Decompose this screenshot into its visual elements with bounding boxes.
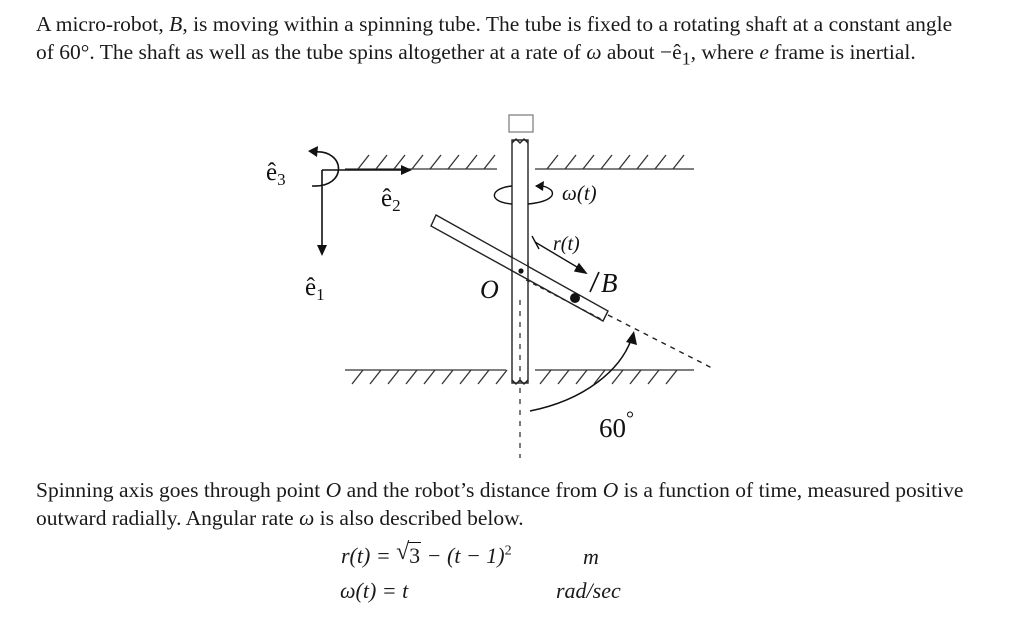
e3-label: ê3: [266, 159, 286, 189]
equation-omega: ω(t) = t: [340, 578, 409, 603]
point-symbol: O: [325, 478, 342, 502]
description-text: and the robot’s distance from: [341, 478, 603, 502]
equation-r: r(t) = √3 − (t − 1)2: [341, 539, 512, 569]
omega-label: ω(t): [562, 181, 597, 205]
top-ground-hatch: [345, 154, 694, 170]
unit-rad-per-sec: rad/sec: [556, 578, 621, 603]
intro-text: frame is inertial.: [768, 40, 916, 64]
description-text: is also described below.: [314, 506, 524, 530]
omega-symbol: ω: [586, 40, 602, 64]
exponent: 2: [504, 543, 512, 559]
unit-m: m: [583, 544, 599, 569]
description-text: Spinning axis goes through point: [36, 478, 326, 502]
problem-description: Spinning axis goes through point O and t…: [36, 476, 966, 532]
frame-symbol: e: [759, 40, 769, 64]
robot-symbol: B: [169, 12, 183, 36]
bottom-ground-hatch: [345, 369, 694, 385]
tube-axis-extension: [607, 314, 713, 369]
intro-text: A micro-robot,: [36, 12, 170, 36]
intro-text: about: [601, 40, 661, 64]
intro-text: , is moving within a spinning tube. The …: [36, 12, 953, 64]
point-O-dot: [518, 268, 524, 274]
point-symbol: O: [602, 478, 619, 502]
e2-label: ê2: [381, 185, 401, 215]
equation-rhs: − (t − 1): [421, 543, 505, 568]
e1-label: ê1: [305, 274, 325, 304]
description-text: is a function of time, measured positive…: [36, 478, 964, 530]
shaft-top-cap: [508, 114, 534, 133]
B-label: B: [601, 268, 618, 298]
omega-arrow: [493, 181, 554, 205]
robot-B-tick: [589, 271, 600, 293]
square-root: √3: [396, 539, 422, 568]
angle-label: 60°: [599, 408, 634, 443]
O-label: O: [480, 275, 499, 304]
frame-triad: [308, 146, 412, 256]
subscript: 1: [681, 48, 691, 69]
r-label: r(t): [553, 233, 580, 255]
unit-vector-symbol: −ê: [660, 40, 682, 64]
tube: [430, 214, 609, 322]
intro-text: , where: [690, 40, 760, 64]
omega-symbol: ω: [299, 506, 315, 530]
r-arrow: [531, 235, 588, 275]
robot-B: [570, 293, 580, 303]
problem-intro: A micro-robot, B, is moving within a spi…: [36, 10, 966, 72]
angle-arc: [529, 331, 637, 412]
equation-lhs: r(t) =: [341, 543, 397, 568]
